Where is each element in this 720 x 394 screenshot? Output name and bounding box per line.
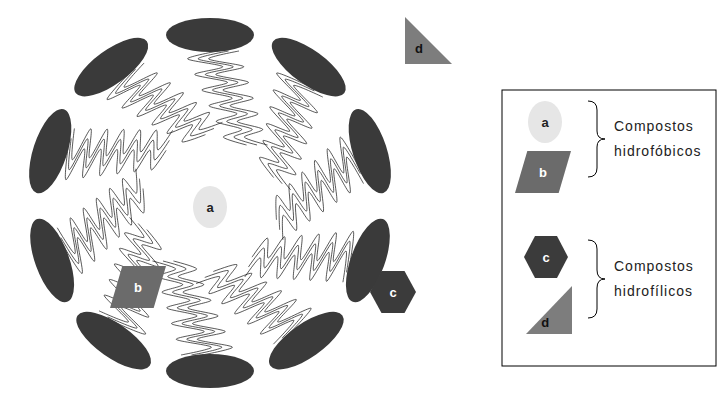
text-anchor: c [389, 286, 396, 299]
hydrophobic-tail [163, 261, 222, 355]
text-anchor: c [542, 251, 549, 264]
shape-fill [524, 236, 568, 278]
compound-parallelogram: b [110, 266, 166, 308]
compound-letter: a [206, 201, 213, 214]
shape-fill [515, 151, 571, 193]
hydrophobic-tail [245, 251, 347, 282]
hydrophobic-tail [72, 128, 173, 159]
hydrophobic-tail [276, 137, 357, 220]
hydrophobic-tail [69, 138, 170, 169]
legend-label: Compostos hidrofóbicos [614, 114, 718, 164]
micelle [20, 18, 399, 388]
hydrophobic-tail [57, 169, 137, 254]
compound-letter: c [389, 286, 396, 299]
hydrophobic-tail [196, 276, 294, 344]
hydrophilic-head [68, 301, 160, 379]
legend-label: Compostos hidrofílicos [614, 254, 718, 304]
hydrophilic-head [261, 301, 353, 379]
compound-hexagon: c [370, 271, 416, 313]
hydrophilic-head [337, 213, 399, 307]
shape-fill [526, 286, 572, 334]
text-anchor: d [415, 42, 423, 55]
compound-letter: c [542, 251, 549, 264]
compound-circle: a [193, 186, 227, 228]
shape-outline [405, 17, 452, 64]
hydrophobic-tail [252, 231, 354, 262]
hydrophobic-tail [107, 75, 205, 142]
shape-fill [528, 101, 562, 143]
legend-sample: c [524, 236, 568, 278]
hydrophobic-tail [282, 157, 363, 240]
hydrophilic-head [340, 104, 400, 198]
legend-brace [588, 101, 605, 177]
shape-fill [370, 271, 416, 313]
text-anchor: b [134, 281, 142, 294]
hydrophobic-tail [61, 179, 141, 264]
hydrophobic-tail [65, 148, 166, 179]
hydrophobic-tail [248, 241, 350, 272]
hydrophilic-head [166, 354, 254, 388]
hydrophilic-head [263, 27, 354, 106]
text-anchor: b [539, 166, 547, 179]
legend-sample: b [515, 151, 571, 193]
text-anchor: a [541, 116, 548, 129]
hydrophobic-tail [205, 270, 303, 338]
hydrophobic-tail [279, 147, 360, 230]
compound-triangle: d [405, 17, 452, 64]
shape-fill [193, 186, 227, 228]
legend-sample: a [528, 101, 562, 143]
hydrophilic-head [166, 18, 254, 52]
legend-sample: d [526, 286, 572, 334]
shape-fill [405, 17, 452, 64]
compound-letter: d [415, 42, 423, 55]
text-anchor: d [541, 315, 549, 328]
compound-letter: b [134, 281, 142, 294]
shape-fill [110, 266, 166, 308]
legend-brace [588, 240, 605, 318]
hydrophilic-head [66, 27, 157, 106]
hydrophobic-tail [213, 264, 311, 332]
text-anchor: a [206, 201, 213, 214]
hydrophobic-tail [116, 69, 214, 136]
hydrophobic-tail [209, 51, 268, 145]
compound-letter: b [539, 166, 547, 179]
hydrophobic-tail [124, 63, 222, 130]
hydrophilic-head [20, 104, 80, 198]
compound-letter: a [541, 116, 548, 129]
compound-letter: d [541, 315, 549, 328]
hydrophobic-tail [64, 189, 144, 274]
hydrophilic-head [21, 213, 83, 307]
